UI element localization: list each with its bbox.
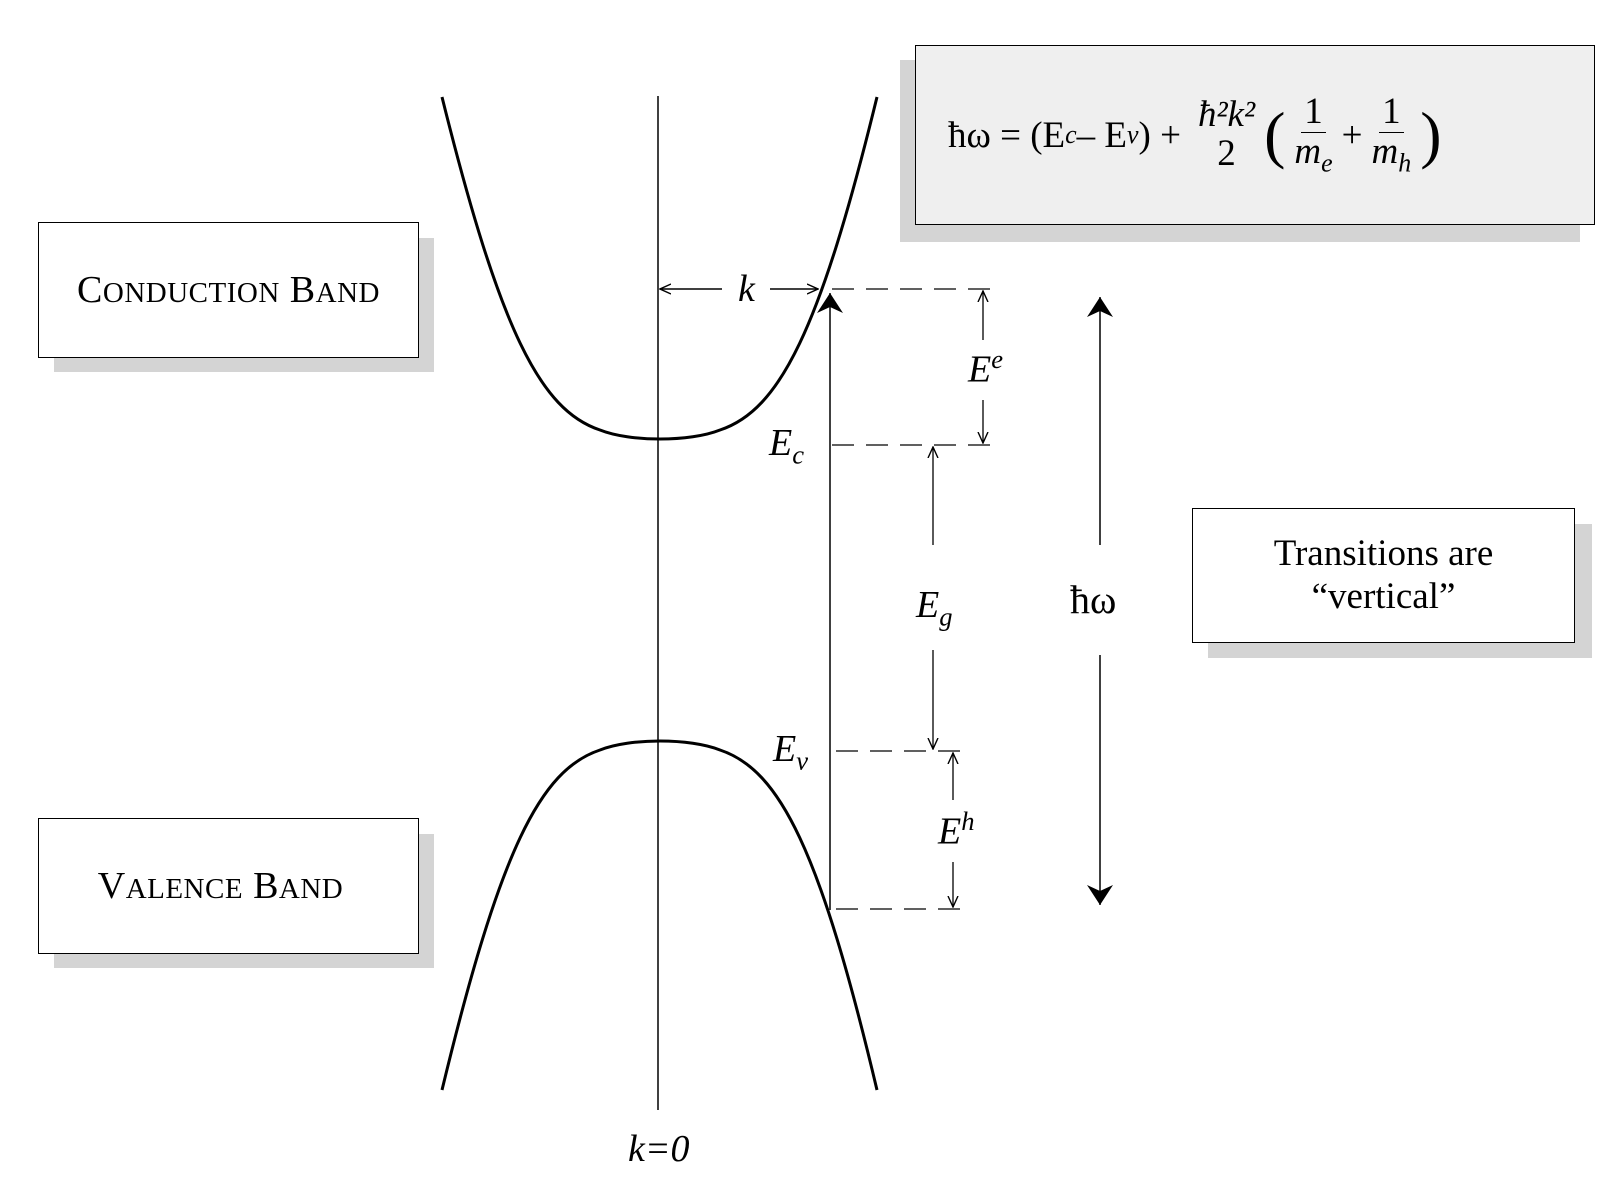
k-zero-label: k=0 [628,1128,690,1170]
ee-label: Ee [968,344,1004,391]
formula-fraction-2: 1 me [1294,91,1333,178]
hw-label: ħω [1070,577,1117,622]
k-label: k [738,268,755,310]
valence-band-curve [440,739,879,1091]
conduction-band-box: CONDUCTION BAND [38,222,419,358]
transitions-line-1: Transitions are [1273,532,1494,574]
transitions-box: Transitions are “vertical” [1192,508,1575,643]
ec-label: Ec [769,422,805,470]
eh-label: Eh [938,806,975,853]
formula-fraction-3: 1 mh [1371,91,1412,178]
formula-fraction-1: ħ²k² 2 [1197,94,1256,174]
conduction-band-label: CONDUCTION BAND [77,269,380,311]
valence-band-label: VALENCE BAND [97,865,344,907]
conduction-band-curve [440,96,879,441]
transitions-line-2: “vertical” [1311,575,1456,617]
ev-label: Ev [773,728,809,776]
eg-label: Eg [916,584,953,632]
valence-band-box: VALENCE BAND [38,818,419,954]
